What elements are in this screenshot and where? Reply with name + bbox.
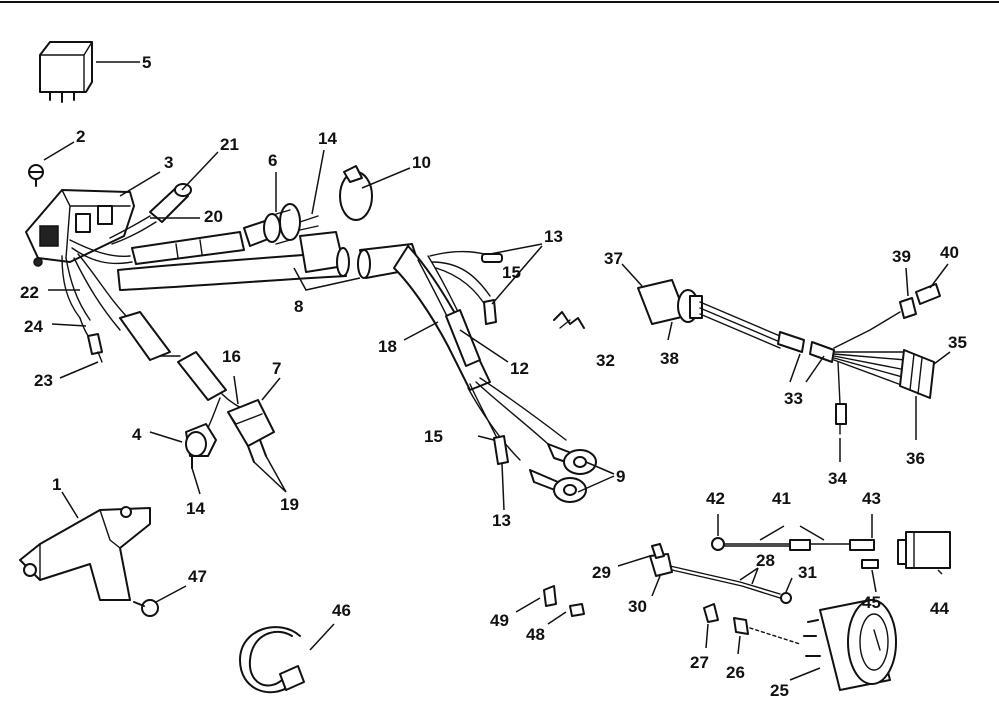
relay-part xyxy=(39,41,93,103)
callout-labels: 5 2 3 21 20 6 14 10 8 13 15 12 18 32 9 1… xyxy=(20,53,967,700)
callout-33: 33 xyxy=(784,389,803,408)
callout-47: 47 xyxy=(188,567,207,586)
callout-2: 2 xyxy=(76,127,85,146)
callout-6: 6 xyxy=(268,151,277,170)
callout-31: 31 xyxy=(798,563,817,582)
callout-15-top: 15 xyxy=(502,263,521,282)
callout-46: 46 xyxy=(332,601,351,620)
callout-12: 12 xyxy=(510,359,529,378)
callout-1: 1 xyxy=(52,475,61,494)
callout-13-bottom: 13 xyxy=(492,511,511,530)
callout-14-top: 14 xyxy=(318,129,337,148)
callout-16: 16 xyxy=(222,347,241,366)
callout-15-bottom: 15 xyxy=(424,427,443,446)
callout-38: 38 xyxy=(660,349,679,368)
callout-48: 48 xyxy=(526,625,545,644)
callout-30: 30 xyxy=(628,597,647,616)
callout-36: 36 xyxy=(906,449,925,468)
callout-13-top: 13 xyxy=(544,227,563,246)
callout-34: 34 xyxy=(828,469,847,488)
extension-harness xyxy=(637,279,941,435)
callout-21: 21 xyxy=(220,135,239,154)
callout-37: 37 xyxy=(604,249,623,268)
callout-8: 8 xyxy=(294,297,303,316)
leader-lines xyxy=(43,61,951,681)
callout-4: 4 xyxy=(132,425,142,444)
connector-44 xyxy=(897,531,951,569)
small-fittings-48-49 xyxy=(543,585,585,617)
callout-7: 7 xyxy=(272,359,281,378)
callout-5: 5 xyxy=(142,53,151,72)
harness-strap-46 xyxy=(239,626,305,694)
callout-18: 18 xyxy=(378,337,397,356)
callout-40: 40 xyxy=(940,243,959,262)
callout-24: 24 xyxy=(24,317,43,336)
callout-35: 35 xyxy=(948,333,967,352)
callout-45: 45 xyxy=(862,593,881,612)
mounting-bracket-1 xyxy=(19,506,151,601)
screw-part-2 xyxy=(28,164,44,187)
callout-20: 20 xyxy=(204,207,223,226)
gauge-lead-41 xyxy=(711,537,879,569)
callout-23: 23 xyxy=(34,371,53,390)
callout-39: 39 xyxy=(892,247,911,266)
callout-25: 25 xyxy=(770,681,789,700)
terminal-block-part xyxy=(25,189,135,267)
callout-49: 49 xyxy=(490,611,509,630)
callout-9: 9 xyxy=(616,467,625,486)
wire-clip-32 xyxy=(553,311,585,329)
callout-22: 22 xyxy=(20,283,39,302)
callout-32: 32 xyxy=(596,351,615,370)
clamp-ring-10 xyxy=(339,165,373,221)
callout-26: 26 xyxy=(726,663,745,682)
callout-42: 42 xyxy=(706,489,725,508)
callout-27: 27 xyxy=(690,653,709,672)
sender-lead-28 xyxy=(649,543,792,604)
screw-part-47 xyxy=(133,599,159,617)
main-harness-loom xyxy=(61,183,597,503)
gauge-25 xyxy=(703,599,897,691)
callout-10: 10 xyxy=(412,153,431,172)
callout-41: 41 xyxy=(772,489,791,508)
callout-29: 29 xyxy=(592,563,611,582)
callout-3: 3 xyxy=(164,153,173,172)
callout-19: 19 xyxy=(280,495,299,514)
callout-14-bottom: 14 xyxy=(186,499,205,518)
callout-28: 28 xyxy=(756,551,775,570)
callout-43: 43 xyxy=(862,489,881,508)
callout-44: 44 xyxy=(930,599,949,618)
